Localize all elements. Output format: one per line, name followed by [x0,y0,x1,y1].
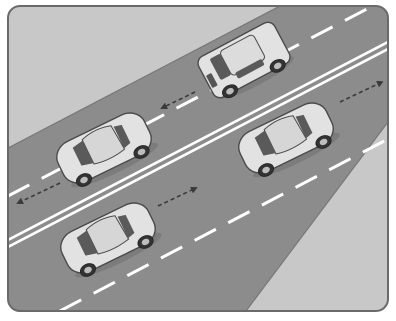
road-scene [0,0,396,321]
